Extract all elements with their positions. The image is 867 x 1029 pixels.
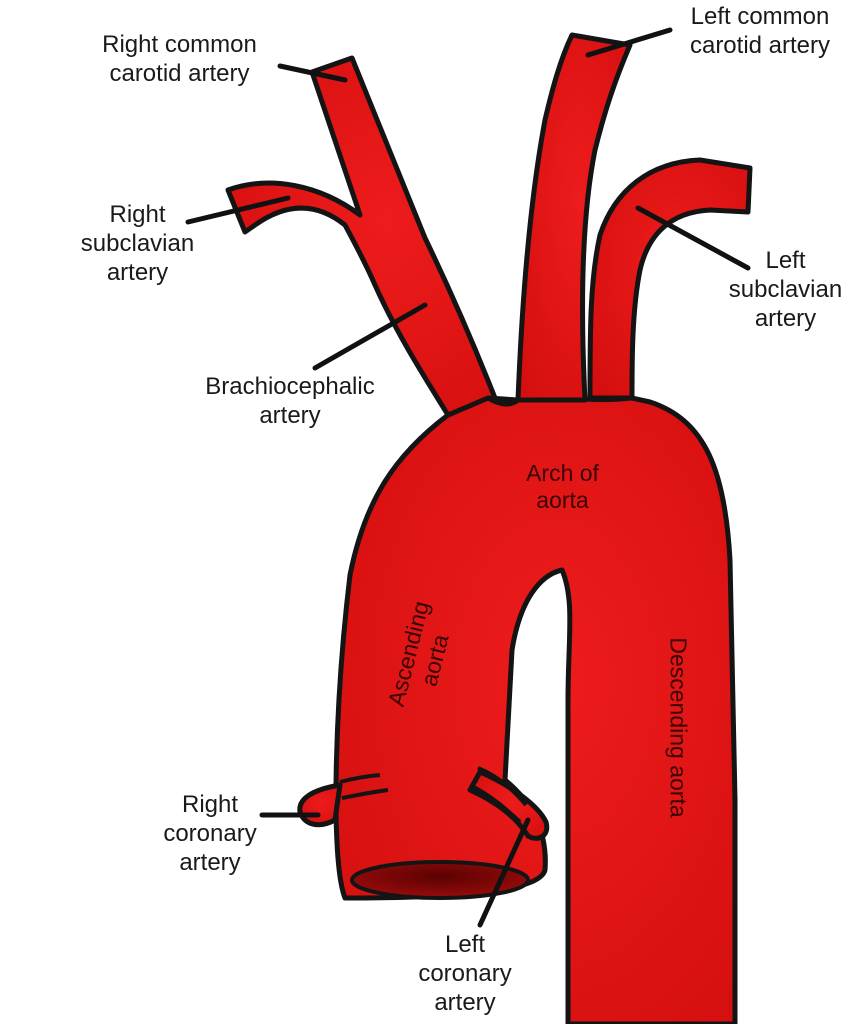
label-right-subclavian: Right subclavian artery [80, 201, 195, 286]
aortic-opening [350, 860, 530, 900]
leader-left-subclavian [635, 205, 751, 271]
leader-brachiocephalic [312, 302, 428, 371]
leader-left-coronary [477, 817, 531, 928]
brachiocephalic-vessel [225, 55, 521, 418]
left-common-carotid-vessel [515, 32, 633, 403]
leader-lines [185, 27, 751, 928]
leader-right-common-carotid [277, 63, 348, 83]
right-coronary-vessel [297, 782, 343, 828]
label-descending-aorta: Descending aorta [665, 637, 692, 818]
label-left-subclavian: Left subclavian artery [728, 247, 843, 332]
label-right-common-carotid: Right common carotid artery [102, 31, 257, 87]
label-right-coronary: Right coronary artery [163, 791, 257, 876]
label-left-coronary: Left coronary artery [418, 931, 512, 1016]
label-brachiocephalic: Brachiocephalic artery [205, 373, 375, 429]
leader-right-subclavian [185, 195, 291, 225]
leader-left-common-carotid [585, 27, 673, 58]
label-arch-of-aorta: Arch of aorta [526, 460, 599, 513]
left-coronary-ostium [469, 766, 528, 824]
label-left-common-carotid: Left common carotid artery [689, 3, 831, 59]
left-subclavian-vessel [587, 157, 753, 401]
right-coronary-ostium [339, 773, 389, 800]
